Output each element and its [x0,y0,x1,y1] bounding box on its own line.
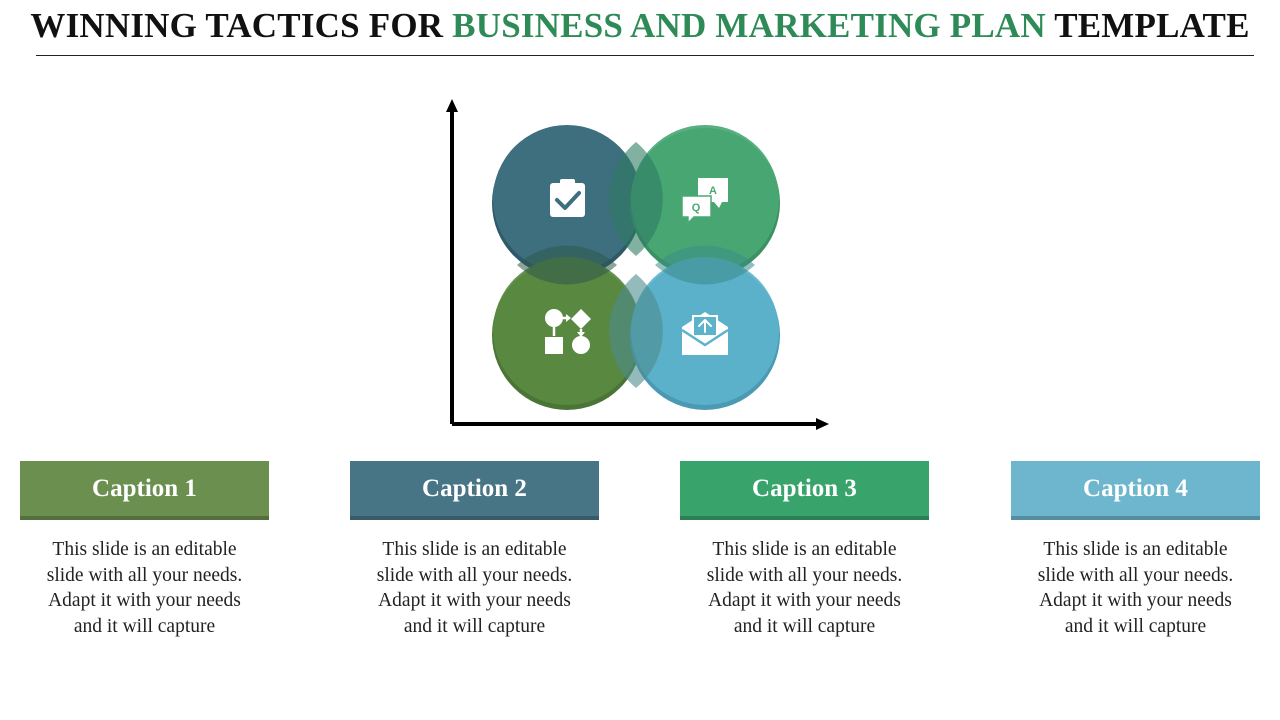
caption-header-2: Caption 2 [350,461,599,520]
caption-description-1: This slide is an editable slide with all… [46,539,243,637]
page-title: WINNING TACTICS FOR BUSINESS AND MARKETI… [0,6,1280,46]
caption-description-4: This slide is an editable slide with all… [1037,539,1234,637]
title-divider [36,55,1254,56]
question-letter: Q [692,202,701,214]
x-axis-arrow [816,418,829,430]
circle-bottom-left [492,257,642,410]
flowchart-icon [545,309,591,354]
question-answer-icon: A Q [681,178,728,225]
caption-header-3: Caption 3 [680,461,929,520]
title-part-3: TEMPLATE [1045,6,1250,45]
answer-letter: A [709,185,717,197]
quadrant-diagram: A Q [446,99,829,430]
caption-description-2: This slide is an editable slide with all… [376,539,573,637]
title-part-2: BUSINESS AND MARKETING PLAN [452,6,1046,45]
caption-label-4: Caption 4 [1083,474,1188,502]
caption-header-4: Caption 4 [1011,461,1260,520]
circle-bottom-left-fill [493,257,641,405]
caption-column-4: Caption 4 This slide is an editable slid… [1011,461,1260,639]
overlap-left [517,245,617,285]
envelope-upload-icon [681,312,729,355]
caption-column-2: Caption 2 This slide is an editable slid… [350,461,599,639]
caption-description-3: This slide is an editable slide with all… [706,539,903,637]
overlap-top [609,142,663,256]
caption-label-3: Caption 3 [752,474,857,502]
clipboard-check-icon [550,179,585,217]
overlap-bottom [609,274,663,388]
caption-label-2: Caption 2 [422,474,527,502]
overlap-right [655,245,755,285]
y-axis-arrow [446,99,458,112]
caption-label-1: Caption 1 [92,474,197,502]
caption-header-1: Caption 1 [20,461,269,520]
caption-column-3: Caption 3 This slide is an editable slid… [680,461,929,639]
caption-column-1: Caption 1 This slide is an editable slid… [20,461,269,639]
title-part-1: WINNING TACTICS FOR [30,6,453,45]
